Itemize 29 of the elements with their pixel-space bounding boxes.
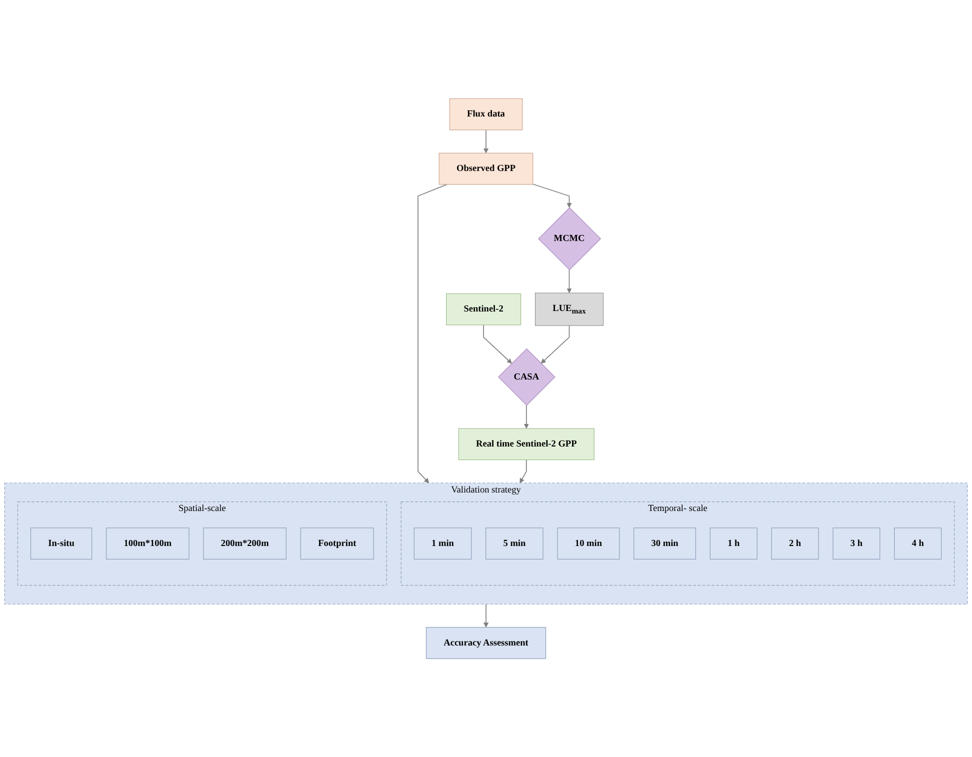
node-box: 2 h xyxy=(771,527,819,560)
arrow xyxy=(524,404,529,429)
node-box: Footprint xyxy=(300,527,374,560)
node-box: 200m*200m xyxy=(203,527,286,560)
node-box: 1 h xyxy=(710,527,758,560)
node-diamond: MCMC xyxy=(538,207,602,270)
arrow xyxy=(483,129,489,154)
node-box: 1 min xyxy=(414,527,472,560)
arrow xyxy=(532,184,572,208)
node-box: 30 min xyxy=(634,527,696,560)
arrow xyxy=(483,324,512,364)
arrow xyxy=(540,325,570,364)
node-box: 4 h xyxy=(894,527,942,560)
node-box: LUE$_{max}$ xyxy=(534,292,604,326)
arrow xyxy=(520,459,527,484)
node-box: 5 min xyxy=(486,527,544,560)
node-box: 3 h xyxy=(832,527,880,560)
node-box: Flux data xyxy=(449,98,523,130)
arrow xyxy=(566,269,572,294)
node-diamond: CASA xyxy=(498,348,556,406)
node-box: In-situ xyxy=(30,527,92,560)
arrow xyxy=(483,604,489,628)
node-box: Observed GPP xyxy=(438,152,534,185)
node-box: Accuracy Assessment xyxy=(426,626,546,659)
node-box: Sentinel-2 xyxy=(446,293,522,326)
node-box: 100m*100m xyxy=(106,527,190,560)
node-box: Real time Sentinel-2 GPP xyxy=(458,428,594,460)
node-box: 10 min xyxy=(557,527,620,560)
arrow xyxy=(418,184,448,484)
